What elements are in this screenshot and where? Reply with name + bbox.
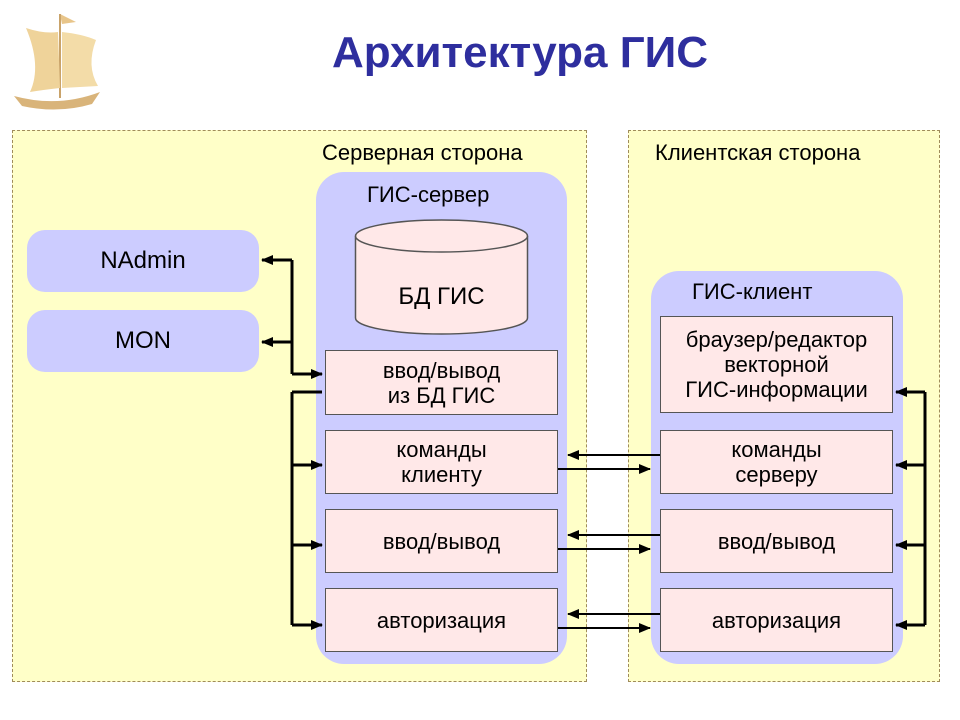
server-side-label: Серверная сторона bbox=[322, 140, 523, 165]
gis-database-label: БД ГИС bbox=[398, 283, 485, 310]
page-title: Архитектура ГИС bbox=[331, 28, 709, 77]
mon-block: MON bbox=[27, 310, 259, 372]
client-server-commands-label: команды серверу bbox=[731, 437, 822, 487]
nadmin-label: NAdmin bbox=[100, 247, 186, 274]
server-client-commands-label: команды клиенту bbox=[396, 437, 487, 487]
client-auth-module: авторизация bbox=[660, 588, 893, 652]
server-auth-label: авторизация bbox=[376, 607, 507, 633]
client-auth-label: авторизация bbox=[711, 607, 842, 633]
client-io-label: ввод/вывод bbox=[717, 528, 836, 554]
server-io-label: ввод/вывод bbox=[382, 528, 501, 554]
server-io-db-module: ввод/вывод из БД ГИС bbox=[325, 350, 558, 415]
nadmin-block: NAdmin bbox=[27, 230, 259, 292]
client-browser-label: браузер/редактор векторной ГИС-информаци… bbox=[685, 327, 868, 402]
gis-server-label: ГИС-сервер bbox=[367, 182, 490, 207]
client-server-commands-module: команды серверу bbox=[660, 430, 893, 494]
server-auth-module: авторизация bbox=[325, 588, 558, 652]
client-side-label: Клиентская сторона bbox=[655, 140, 861, 165]
server-client-commands-module: команды клиенту bbox=[325, 430, 558, 494]
client-browser-module: браузер/редактор векторной ГИС-информаци… bbox=[660, 316, 893, 413]
gis-client-label: ГИС-клиент bbox=[692, 279, 813, 304]
client-io-module: ввод/вывод bbox=[660, 509, 893, 573]
gis-database bbox=[354, 218, 529, 336]
server-io-module: ввод/вывод bbox=[325, 509, 558, 573]
sailing-ship-icon bbox=[8, 10, 108, 110]
server-io-db-label: ввод/вывод из БД ГИС bbox=[382, 357, 501, 408]
mon-label: MON bbox=[115, 327, 171, 354]
